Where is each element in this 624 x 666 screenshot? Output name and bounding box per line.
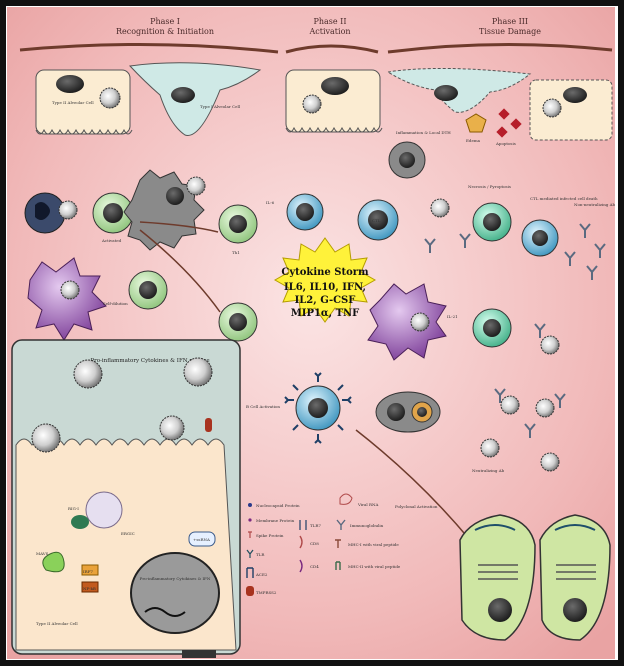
virus-icon <box>74 360 102 388</box>
legend-cd4: CD4 <box>310 564 319 569</box>
type1-label: Type I Alveolar Cell <box>200 104 241 109</box>
il21-label: IL-21 <box>447 314 458 319</box>
legend-nucleocapsid: Nucleocapsid Protein <box>256 503 300 508</box>
virus-icon <box>431 199 449 217</box>
legend-tmprss2: TMPRSS2 <box>256 590 277 595</box>
neutralizing-label: Neutralizing Ab <box>472 468 505 473</box>
type2-alveolar-cell-left: Type II Alveolar Cell <box>36 70 132 134</box>
inset-nucleus-label: Pro-inflammatory Cytokines & IFN <box>140 576 211 581</box>
phase-2-header: Phase II Activation <box>308 17 350 36</box>
inset-panel: Pro-inflammatory Cytokines & IFN release… <box>12 340 240 658</box>
phase-2-title: Phase II <box>313 17 346 26</box>
rig-i-icon <box>71 515 89 529</box>
storm-line-2: IL2, G-CSF <box>295 295 356 306</box>
phase-3-title: Phase III <box>492 17 528 26</box>
legend-membrane: Membrane Protein <box>256 518 295 523</box>
tmprss2-icon <box>246 586 254 596</box>
logo-bar <box>182 650 216 658</box>
virus-icon <box>61 281 79 299</box>
virus-icon <box>187 177 205 195</box>
phase-1-title: Phase I <box>150 17 180 26</box>
type2-alveolar-cell-phase2 <box>286 70 382 132</box>
inset-rna-label: +ssRNA <box>193 537 210 542</box>
virus-icon <box>100 88 120 108</box>
ctl-cell-phase2: CTL <box>358 200 398 240</box>
inset-nucleus <box>131 553 219 633</box>
type2-left-label: Type II Alveolar Cell <box>52 100 94 105</box>
inflammation-label: Inflammation & Local DTH <box>396 130 451 135</box>
inset-irf-label: IRF7 <box>83 569 93 574</box>
th1-cell-phase3 <box>473 203 511 241</box>
nucleocapsid-icon <box>248 503 252 507</box>
inset-golgi-label: ERGIC <box>121 531 135 536</box>
ctl-death-label: CTL mediated infected cell death <box>530 196 598 201</box>
phase-1-subtitle: Recognition & Initiation <box>116 27 214 36</box>
legend-ig: Immunoglobulin <box>350 523 384 528</box>
activated-label: Activated <box>101 238 122 243</box>
virus-icon <box>59 201 77 219</box>
storm-line-1: IL6, IL10, IFN, <box>284 282 366 293</box>
inset-nf-label: NF-kB <box>83 586 96 591</box>
virus-icon <box>184 358 212 386</box>
damaged-type2-cell <box>530 80 612 140</box>
plasma-cell-pair <box>376 392 440 432</box>
inset-rigi-label: RIG-I <box>68 506 79 511</box>
legend-tlr7: TLR7 <box>310 523 321 528</box>
polyclonal-label: Polyclonal Activation <box>395 504 438 509</box>
ctl-cell-phase3 <box>522 220 558 256</box>
legend-spike: Spike Protein <box>256 533 284 538</box>
storm-title: Cytokine Storm <box>281 267 369 278</box>
legend-ace2: ACE2 <box>255 572 268 577</box>
phase-3-subtitle: Tissue Damage <box>479 27 541 36</box>
necrosis-label: Necrosis / Pyroptosis <box>468 184 511 189</box>
th1-label: Th1 <box>232 250 240 255</box>
storm-line-3: MIP1α, TNF <box>291 308 360 319</box>
legend-mhc1: MHC-I with viral peptide <box>348 542 399 547</box>
virus-icon <box>303 95 321 113</box>
inset-cell-label: Type II Alveolar Cell <box>36 621 78 626</box>
self-dilution-label: Self-dilution <box>103 301 128 306</box>
membrane-protein-icon <box>248 518 251 521</box>
inset-mavs-label: MAVS <box>36 551 49 556</box>
legend-mhc2: MHC-II with viral peptide <box>348 564 401 569</box>
legend-rna: Viral RNA <box>357 502 378 507</box>
non-neutralizing-label: Non-neutralizing Ab <box>574 202 616 207</box>
apoptosis-label: Apoptosis <box>495 141 516 146</box>
legend-cd8: CD8 <box>310 541 319 546</box>
il6-label: IL-6 <box>266 200 275 205</box>
virus-icon <box>411 313 429 331</box>
phase-2-subtitle: Activation <box>308 27 350 36</box>
endosome <box>86 492 122 528</box>
virus-icon <box>543 99 561 117</box>
virus-icon <box>160 416 184 440</box>
ctl-label-1: CTL <box>372 218 381 223</box>
bcell-activation-label: B Cell Activation <box>246 404 280 409</box>
virus-icon <box>32 424 60 452</box>
edema-label: Edema <box>466 138 481 143</box>
legend-tlr: TLR <box>256 552 265 557</box>
thf-cell-phase3 <box>473 309 511 347</box>
tmprss2-icon <box>205 418 212 432</box>
